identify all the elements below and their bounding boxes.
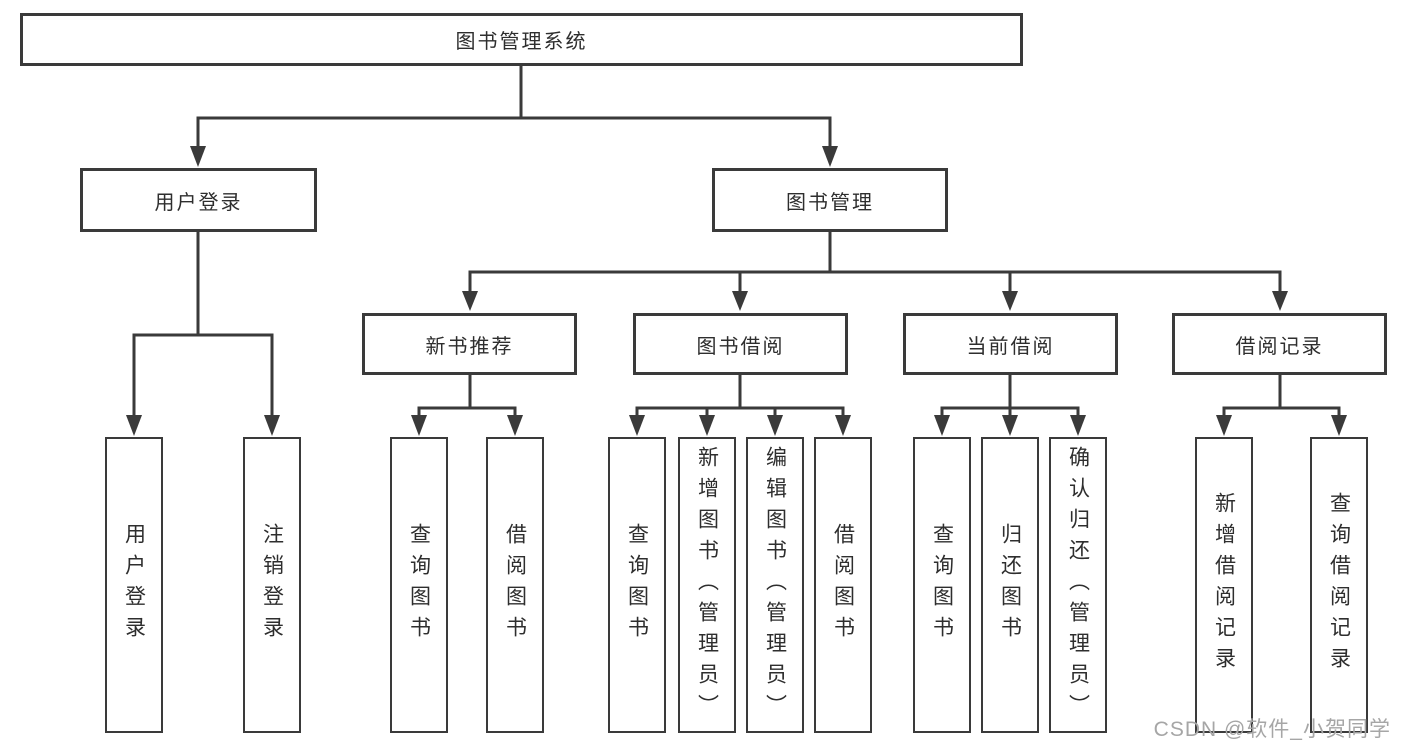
leaf-label: 查询图书 (625, 523, 649, 647)
node-book-borrow: 图书借阅 (633, 313, 848, 375)
connector-borrow-records (1222, 375, 1341, 417)
leaf-add-borrow-record: 新增借阅记录 (1195, 437, 1253, 733)
connector-user-login (132, 232, 274, 417)
leaf-query-borrow-record: 查询借阅记录 (1310, 437, 1368, 733)
connector-root (196, 66, 832, 148)
leaf-query-book-borrow: 查询图书 (608, 437, 666, 733)
leaf-label: 查询借阅记录 (1327, 492, 1351, 678)
leaf-query-book-current: 查询图书 (913, 437, 971, 733)
leaf-label: 查询图书 (930, 523, 954, 647)
leaf-borrow-book: 借阅图书 (814, 437, 872, 733)
node-new-book-recommend: 新书推荐 (362, 313, 577, 375)
leaf-label: 注销登录 (260, 523, 284, 647)
connector-current-borrow (940, 375, 1080, 417)
leaf-label: 归还图书 (998, 523, 1022, 647)
node-current-borrow: 当前借阅 (903, 313, 1118, 375)
leaf-add-book-admin: 新增图书（管理员） (678, 437, 736, 733)
node-user-login: 用户登录 (80, 168, 317, 232)
leaf-label: 借阅图书 (831, 523, 855, 647)
leaf-user-login: 用户登录 (105, 437, 163, 733)
connector-book-borrow (635, 375, 845, 417)
node-root: 图书管理系统 (20, 13, 1023, 66)
connector-book-management (468, 232, 1282, 293)
leaf-label: 确认归还（管理员） (1066, 445, 1090, 725)
leaf-label: 查询图书 (407, 523, 431, 647)
leaf-borrow-book-recommend: 借阅图书 (486, 437, 544, 733)
leaf-label: 新增借阅记录 (1212, 492, 1236, 678)
leaf-label: 编辑图书（管理员） (763, 445, 787, 725)
leaf-logout: 注销登录 (243, 437, 301, 733)
csdn-watermark: CSDN @软件_小贺同学 (1153, 718, 1391, 741)
leaf-label: 用户登录 (122, 523, 146, 647)
leaf-label: 新增图书（管理员） (695, 445, 719, 725)
leaf-query-book-recommend: 查询图书 (390, 437, 448, 733)
connector-new-book (417, 375, 517, 417)
node-book-management: 图书管理 (712, 168, 948, 232)
leaf-return-book: 归还图书 (981, 437, 1039, 733)
node-borrow-records: 借阅记录 (1172, 313, 1387, 375)
leaf-confirm-return-admin: 确认归还（管理员） (1049, 437, 1107, 733)
leaf-edit-book-admin: 编辑图书（管理员） (746, 437, 804, 733)
leaf-label: 借阅图书 (503, 523, 527, 647)
